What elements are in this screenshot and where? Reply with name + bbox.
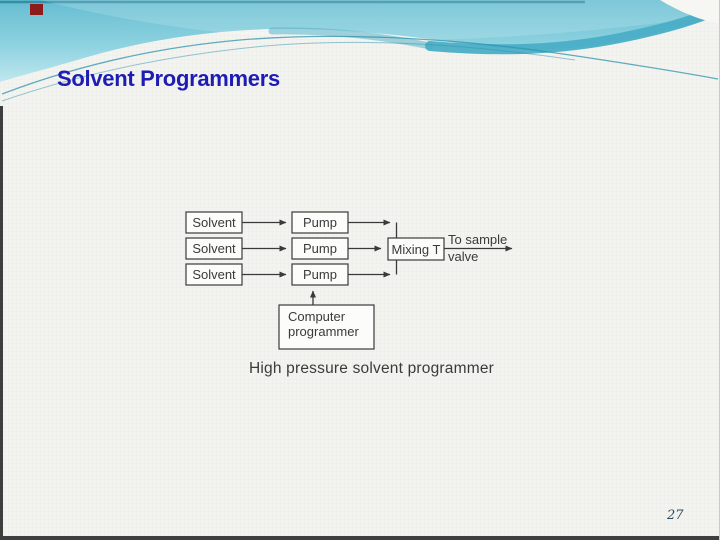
mixing-t-box [387, 237, 445, 261]
red-corner-mark [30, 4, 43, 15]
teal-band-shape [0, 0, 720, 82]
pump-box-2 [291, 237, 349, 260]
inner-light-swoosh [40, 0, 700, 41]
mixing-t-label: Mixing T [392, 242, 441, 257]
solvent-label-1: Solvent [192, 215, 236, 230]
solvent-box-2 [185, 237, 243, 260]
header-wave-decoration [0, 0, 720, 102]
pump-label-2: Pump [303, 241, 337, 256]
solvent-box-1 [185, 211, 243, 234]
computer-label-line1: Computer [288, 309, 346, 324]
solvent-box-3 [185, 263, 243, 286]
output-label-line2: valve [448, 249, 478, 264]
slide-frame-left [0, 106, 3, 540]
wave-hairline-2 [1, 41, 576, 102]
pump-box-1 [291, 211, 349, 234]
output-label-line1: To sample [448, 232, 507, 247]
slide-frame-bottom [0, 536, 720, 540]
computer-label-line2: programmer [288, 324, 359, 339]
page-title: Solvent Programmers [57, 66, 280, 91]
pump-box-3 [291, 263, 349, 286]
accent-band-left [268, 27, 434, 50]
pump-label-3: Pump [303, 267, 337, 282]
solvent-label-3: Solvent [192, 267, 236, 282]
solvent-label-2: Solvent [192, 241, 236, 256]
computer-programmer-box [278, 304, 375, 350]
pump-label-1: Pump [303, 215, 337, 230]
wave-hairline-1 [1, 35, 719, 95]
corner-white-sweep [660, 0, 720, 24]
figure-caption: High pressure solvent programmer [249, 360, 495, 377]
solvent-programmer-diagram: Solvent Solvent Solvent Pump Pump Pump M… [185, 211, 513, 350]
page-number: 27 [667, 508, 684, 523]
